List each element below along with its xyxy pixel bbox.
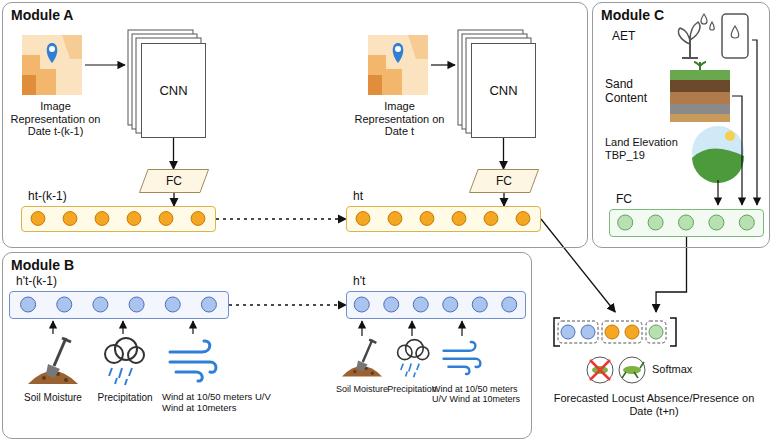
vector-unit	[472, 297, 487, 312]
hidden-vector: ht-(k-1)	[21, 206, 216, 232]
cnn-block: CNN	[471, 43, 536, 138]
vector-label: ht-(k-1)	[28, 189, 67, 203]
vector-unit	[484, 212, 498, 226]
layer-label: CNN	[489, 83, 517, 98]
vector-label: ht	[353, 189, 363, 203]
vector-units	[347, 207, 539, 230]
hidden-vector: FC	[609, 209, 764, 237]
vector-unit	[739, 215, 754, 230]
vector-label: h't	[353, 274, 365, 288]
hidden-vector: ht	[346, 206, 541, 232]
vector-unit	[625, 325, 639, 339]
vector-label: h't-(k-1)	[16, 274, 57, 288]
vector-unit	[356, 212, 370, 226]
connector	[656, 237, 686, 312]
vector-units	[610, 210, 762, 235]
module-panel: Module A CNN FC ht-(k-1) CNN FC ht	[2, 2, 588, 248]
concat-group	[558, 321, 598, 343]
vector-unit	[649, 325, 663, 339]
vector-unit	[443, 297, 458, 312]
input-label: Soil Moisture	[332, 384, 392, 394]
layer-label: CNN	[159, 83, 187, 98]
vector-unit	[679, 215, 694, 230]
connector	[216, 218, 346, 219]
connector	[173, 138, 174, 169]
module-title: Module B	[11, 257, 74, 273]
vector-unit	[581, 325, 595, 339]
vector-units	[22, 207, 214, 230]
vector-unit	[354, 297, 369, 312]
output-label: Forecasted Locust Absence/Presence on Da…	[544, 392, 764, 418]
hidden-vector: h't-(k-1)	[9, 291, 229, 319]
input-label: Wind at 10/50 meters U/V Wind at 10meter…	[162, 392, 292, 414]
layer-label: FC	[166, 174, 182, 188]
module-title: Module C	[601, 7, 664, 23]
connector	[503, 193, 504, 206]
input-label: Image Representation on Date t	[352, 100, 447, 138]
vector-unit	[561, 325, 575, 339]
vector-unit	[618, 215, 633, 230]
vector-unit	[420, 212, 434, 226]
module-title: Module A	[11, 7, 73, 23]
fc-layer: FC	[139, 169, 209, 193]
vector-unit	[57, 297, 72, 312]
parallelogram-outline	[470, 170, 539, 193]
vector-label: FC	[616, 192, 632, 206]
input-label: Sand Content	[605, 78, 667, 106]
connector	[541, 219, 615, 312]
vector-unit	[93, 297, 108, 312]
vector-unit	[648, 215, 663, 230]
vector-unit	[388, 212, 402, 226]
vector-unit	[31, 212, 45, 226]
vector-unit	[159, 212, 173, 226]
input-label: AET	[612, 30, 667, 44]
vector-unit	[129, 297, 144, 312]
vector-unit	[384, 297, 399, 312]
absence-icon	[587, 357, 613, 383]
vector-unit	[709, 215, 724, 230]
layer-label: FC	[496, 174, 512, 188]
cnn-block: CNN	[141, 43, 206, 138]
locust-legs	[622, 362, 644, 378]
module-panel: Module Bh't-(k-1)h't	[2, 252, 532, 439]
output-block: SoftmaxForecasted Locust Absence/Presenc…	[540, 312, 768, 437]
input-label: Image Representation on Date t-(k-1)	[8, 100, 103, 138]
connector	[503, 138, 504, 169]
vector-unit	[413, 297, 428, 312]
vector-unit	[452, 212, 466, 226]
connector	[229, 304, 346, 305]
vector-unit	[605, 325, 619, 339]
vector-unit	[127, 212, 141, 226]
vector-unit	[165, 297, 180, 312]
input-label: Land Elevation TBP_19	[605, 136, 687, 161]
vector-unit	[201, 297, 216, 312]
vector-unit	[63, 212, 77, 226]
input-label: Soil Moisture	[18, 392, 88, 404]
fc-layer: FC	[469, 169, 539, 193]
absence-cross	[590, 360, 610, 380]
parallelogram-outline	[140, 170, 209, 193]
input-label: Wind at 10/50 meters U/V Wind at 10meter…	[432, 384, 528, 405]
concat-bracket	[554, 318, 676, 346]
vector-unit	[516, 212, 530, 226]
vector-unit	[502, 297, 517, 312]
input-label: Precipitation	[90, 392, 160, 404]
vector-unit	[95, 212, 109, 226]
vector-units	[10, 292, 227, 317]
vector-units	[347, 292, 524, 317]
presence-icon	[619, 357, 645, 383]
connector	[173, 193, 174, 206]
hidden-vector: h't	[346, 291, 526, 319]
softmax-label: Softmax	[652, 363, 692, 375]
concat-group	[646, 321, 666, 343]
concat-group	[602, 321, 642, 343]
vector-unit	[21, 297, 36, 312]
vector-unit	[191, 212, 205, 226]
